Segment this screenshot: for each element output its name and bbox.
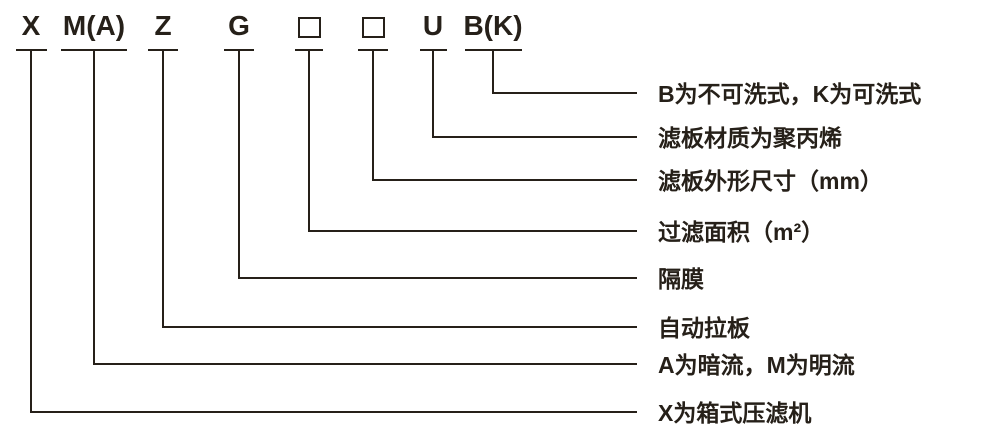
connector-line-horizontal	[372, 179, 637, 181]
connector-line-horizontal	[30, 411, 637, 413]
connector-line-horizontal	[492, 92, 637, 94]
placeholder-box-icon	[362, 17, 385, 38]
connector-line-vertical	[30, 50, 32, 413]
meaning-label-filter-area: 过滤面积（m²）	[658, 219, 825, 245]
meaning-label-press-type: X为箱式压滤机	[658, 400, 812, 426]
meaning-label-auto-plate-shift: 自动拉板	[658, 315, 750, 341]
connector-line-vertical	[93, 50, 95, 365]
connector-line-horizontal	[162, 326, 637, 328]
connector-line-vertical	[238, 50, 240, 279]
code-char-z: Z	[154, 10, 172, 41]
code-char-u: U	[422, 10, 444, 41]
connector-line-vertical	[492, 50, 494, 94]
code-char-bk: B(K)	[463, 10, 523, 41]
meaning-label-washable: B为不可洗式，K为可洗式	[658, 81, 922, 107]
meaning-label-diaphragm: 隔膜	[658, 266, 704, 292]
meaning-label-plate-material: 滤板材质为聚丙烯	[658, 125, 842, 151]
code-char-g: G	[228, 10, 250, 41]
meaning-label-flow-type: A为暗流，M为明流	[658, 352, 855, 378]
connector-line-vertical	[372, 50, 374, 181]
code-char-ma: M(A)	[62, 10, 126, 41]
connector-line-vertical	[308, 50, 310, 232]
connector-line-horizontal	[238, 277, 637, 279]
connector-line-vertical	[162, 50, 164, 328]
connector-line-horizontal	[93, 363, 637, 365]
connector-line-vertical	[432, 50, 434, 138]
connector-line-horizontal	[308, 230, 637, 232]
connector-line-horizontal	[432, 136, 637, 138]
placeholder-box-icon	[298, 17, 321, 38]
meaning-label-plate-size: 滤板外形尺寸（mm）	[658, 168, 883, 194]
code-char-x: X	[21, 10, 41, 41]
